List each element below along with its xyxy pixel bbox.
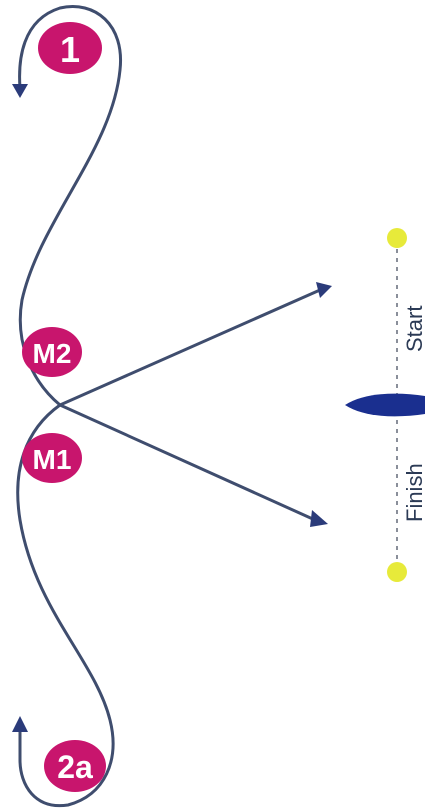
mark-1-label: 1 <box>60 29 80 70</box>
finish-label: Finish <box>402 463 427 522</box>
mark-m2-label: M2 <box>33 338 72 369</box>
path-end-arrow-top <box>12 84 28 98</box>
ray-to-finish <box>59 403 316 522</box>
mark-1: 1 <box>38 22 102 74</box>
line-buoy-bottom <box>387 562 407 582</box>
mark-m1: M1 <box>22 433 82 483</box>
course-path <box>16 5 123 808</box>
ray-arrow-start <box>316 282 332 298</box>
path-end-arrow-bottom <box>12 716 28 732</box>
line-buoy-top <box>387 228 407 248</box>
mark-m2: M2 <box>22 327 82 377</box>
ray-to-start <box>59 288 321 407</box>
start-label: Start <box>402 306 427 352</box>
mark-2a-label: 2a <box>57 749 93 785</box>
mark-m1-label: M1 <box>33 444 72 475</box>
mark-2a: 2a <box>44 740 106 792</box>
ray-arrow-finish <box>310 510 328 527</box>
committee-boat <box>345 393 425 417</box>
